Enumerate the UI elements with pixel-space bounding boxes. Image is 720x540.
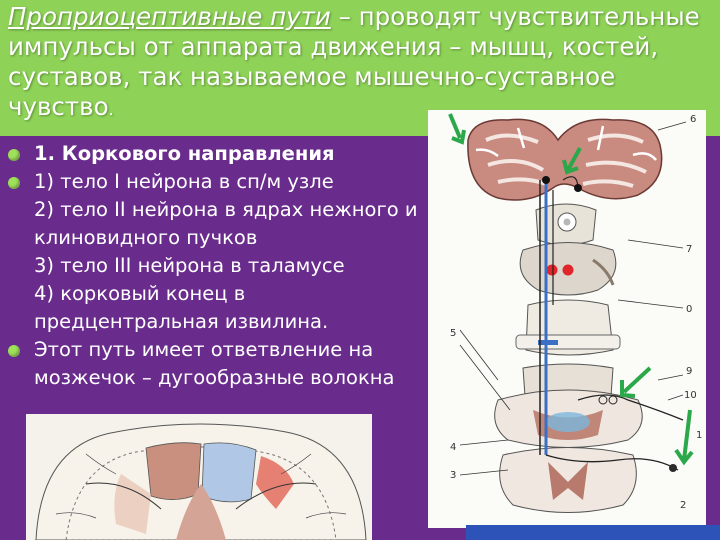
- figure-label: 5: [450, 328, 456, 339]
- bullet-line: 3) тело III нейрона в таламусе: [34, 254, 345, 277]
- bullet-line: предцентральная извилина.: [34, 310, 329, 333]
- header-line-2: импульсы от аппарата движения – мышц, ко…: [8, 32, 659, 61]
- bullet-dot-icon: [8, 149, 20, 161]
- header-term: Проприоцептивные пути: [8, 2, 331, 31]
- figure-label: 0: [686, 304, 692, 315]
- cerebrum: [467, 118, 663, 201]
- header-banner: Проприоцептивные пути – проводят чувстви…: [0, 0, 720, 136]
- green-arrow-icon: [620, 366, 652, 398]
- header-line-4: чувство.: [8, 92, 713, 125]
- bullet-list: 1. Коркового направления 1) тело I нейрон…: [8, 140, 438, 392]
- green-arrow-icon: [562, 147, 582, 175]
- bullet-item: Этот путь имеет ответвление на мозжечок –…: [8, 336, 438, 392]
- bottom-accent-strip: [466, 525, 720, 540]
- proprioceptive-pathway-diagram: 6 7 0 5 9 10 1 4 3 2: [428, 110, 706, 528]
- pathway-diagram-svg: 6 7 0 5 9 10 1 4 3 2: [448, 113, 702, 513]
- figure-label: 10: [684, 390, 697, 401]
- spinal-segment-lower: [499, 447, 637, 513]
- bullet-line: 4) корковый конец в: [34, 282, 246, 305]
- cross-section-svg: [35, 423, 367, 540]
- header-line-4-text: чувство: [8, 92, 109, 121]
- spinal-cord-cross-section: [26, 414, 372, 540]
- bullet-line: 1. Коркового направления: [34, 142, 335, 165]
- figure-label: 1: [696, 430, 702, 441]
- ascending-pathway: [539, 176, 684, 472]
- figure-label: 4: [450, 442, 456, 453]
- midbrain: [519, 203, 617, 296]
- bullet-dot-icon: [8, 177, 20, 189]
- red-nucleus-right: [562, 264, 574, 276]
- bullet-item: 1) тело I нейрона в сп/м узле 2) тело II …: [8, 168, 438, 336]
- bullet-dot-icon: [8, 345, 20, 357]
- header-text: Проприоцептивные пути – проводят чувстви…: [8, 2, 713, 125]
- red-nucleus-left: [546, 264, 558, 276]
- green-arrow-icon: [448, 113, 466, 145]
- bullet-line: Этот путь имеет ответвление на: [34, 338, 374, 361]
- bullet-line: 1) тело I нейрона в сп/м узле: [34, 170, 334, 193]
- figure-label: 6: [690, 114, 696, 125]
- header-line-1: Проприоцептивные пути – проводят чувстви…: [8, 2, 713, 32]
- figure-label: 2: [680, 500, 686, 511]
- header-line-3: суставов, так называемое мышечно-суставн…: [8, 62, 616, 91]
- figure-label: 3: [450, 470, 456, 481]
- bullet-line: мозжечок – дугообразные волокна: [34, 366, 395, 389]
- spinal-segment-upper: [494, 389, 643, 448]
- leader-lines: [459, 121, 687, 476]
- bullet-line: 2) тело II нейрона в ядрах нежного и: [34, 198, 418, 221]
- bullet-line: клиновидного пучков: [34, 226, 258, 249]
- header-line-4-tail: .: [108, 100, 114, 119]
- bullet-item: 1. Коркового направления: [8, 140, 438, 168]
- green-arrow-icon: [674, 409, 694, 466]
- header-line-1-rest: – проводят чувствительные: [330, 2, 700, 31]
- figure-label: 7: [686, 244, 692, 255]
- figure-label: 9: [686, 366, 692, 377]
